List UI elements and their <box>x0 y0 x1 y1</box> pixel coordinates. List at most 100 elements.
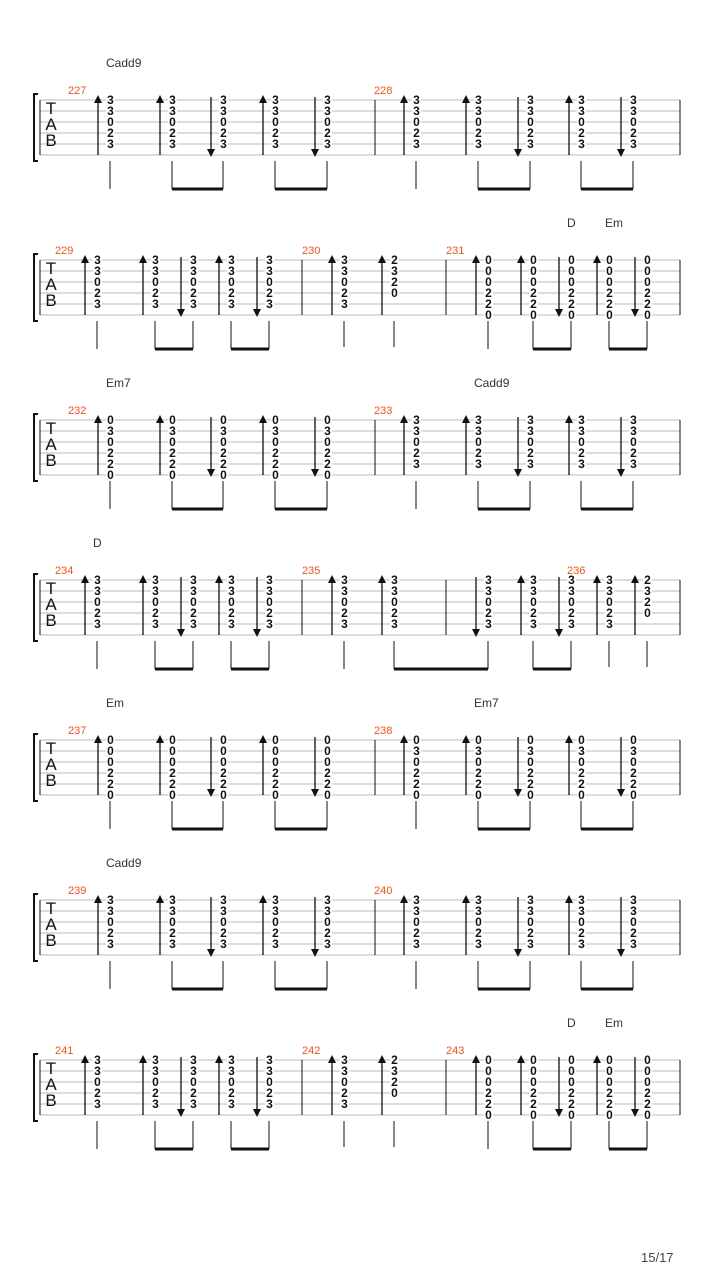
fret-number: 0 <box>606 308 613 322</box>
fret-number: 3 <box>152 584 159 598</box>
fret-mask <box>390 596 399 607</box>
fret-mask <box>219 447 228 458</box>
strum-down-arrow <box>617 789 625 797</box>
fret-mask <box>168 916 177 927</box>
fret-number: 0 <box>272 468 279 482</box>
fret-number: 0 <box>272 915 279 929</box>
fret-mask <box>567 574 576 585</box>
fret-number: 0 <box>527 788 534 802</box>
fret-mask <box>643 298 652 309</box>
fret-mask <box>629 905 638 916</box>
fret-number: 2 <box>272 126 279 140</box>
fret-mask <box>390 276 399 287</box>
fret-number: 0 <box>152 595 159 609</box>
fret-mask <box>412 767 421 778</box>
fret-number: 3 <box>169 937 176 951</box>
fret-number: 0 <box>324 915 331 929</box>
fret-mask <box>484 1087 493 1098</box>
fret-mask <box>93 607 102 618</box>
fret-number: 3 <box>152 297 159 311</box>
fret-number: 2 <box>606 606 613 620</box>
fret-mask <box>189 1087 198 1098</box>
fret-mask <box>605 1054 614 1065</box>
fret-mask <box>168 458 177 469</box>
fret-number: 3 <box>644 584 651 598</box>
fret-number: 3 <box>530 573 537 587</box>
fret-mask <box>605 1098 614 1109</box>
fret-mask <box>168 767 177 778</box>
fret-number: 0 <box>266 275 273 289</box>
fret-number: 2 <box>644 573 651 587</box>
measure-number: 227 <box>68 85 86 97</box>
fret-number: 0 <box>644 275 651 289</box>
fret-number: 0 <box>606 1053 613 1067</box>
page-number: 15/17 <box>641 1250 674 1265</box>
fret-mask <box>629 458 638 469</box>
measure-number: 238 <box>374 725 392 737</box>
fret-mask <box>219 414 228 425</box>
fret-number: 0 <box>630 915 637 929</box>
tab-system: TABCadd923933023330233302333023330232403… <box>33 856 681 991</box>
fret-mask <box>219 94 228 105</box>
fret-number: 0 <box>568 595 575 609</box>
strum-down-arrow <box>177 629 185 637</box>
fret-number: 2 <box>475 126 482 140</box>
fret-number: 0 <box>272 435 279 449</box>
fret-number: 3 <box>228 584 235 598</box>
fret-mask <box>227 276 236 287</box>
fret-number: 3 <box>220 93 227 107</box>
strum-up-arrow <box>139 575 147 583</box>
fret-mask <box>265 1076 274 1087</box>
fret-mask <box>323 767 332 778</box>
fret-number: 2 <box>324 766 331 780</box>
fret-number: 3 <box>578 937 585 951</box>
fret-mask <box>323 458 332 469</box>
fret-mask <box>265 276 274 287</box>
fret-mask <box>474 116 483 127</box>
fret-mask <box>577 756 586 767</box>
fret-number: 2 <box>324 126 331 140</box>
fret-number: 0 <box>391 286 398 300</box>
fret-number: 3 <box>272 904 279 918</box>
fret-mask <box>106 436 115 447</box>
fret-mask <box>567 298 576 309</box>
fret-mask <box>168 905 177 916</box>
fret-number: 2 <box>485 1097 492 1111</box>
strum-down-arrow <box>207 949 215 957</box>
fret-number: 0 <box>107 435 114 449</box>
fret-number: 0 <box>530 264 537 278</box>
fret-mask <box>629 927 638 938</box>
fret-mask <box>93 265 102 276</box>
fret-number: 2 <box>169 446 176 460</box>
fret-mask <box>629 778 638 789</box>
fret-mask <box>390 1087 399 1098</box>
fret-mask <box>219 436 228 447</box>
fret-mask <box>227 1065 236 1076</box>
fret-mask <box>474 138 483 149</box>
fret-number: 3 <box>94 584 101 598</box>
fret-number: 3 <box>630 104 637 118</box>
strum-down-arrow <box>555 1109 563 1117</box>
fret-mask <box>106 414 115 425</box>
fret-mask <box>265 298 274 309</box>
fret-number: 0 <box>485 1108 492 1122</box>
fret-mask <box>474 458 483 469</box>
system-bracket <box>33 893 38 962</box>
fret-mask <box>168 94 177 105</box>
fret-number: 3 <box>341 573 348 587</box>
fret-mask <box>219 734 228 745</box>
fret-mask <box>390 607 399 618</box>
measure-number: 232 <box>68 405 86 417</box>
tab-clef-letter: A <box>45 435 57 454</box>
fret-mask <box>643 265 652 276</box>
fret-number: 3 <box>272 424 279 438</box>
fret-mask <box>271 425 280 436</box>
fret-mask <box>643 585 652 596</box>
fret-mask <box>323 938 332 949</box>
fret-mask <box>474 734 483 745</box>
chord-name: Cadd9 <box>474 376 510 390</box>
fret-number: 2 <box>568 297 575 311</box>
fret-number: 3 <box>152 253 159 267</box>
fret-number: 3 <box>527 137 534 151</box>
